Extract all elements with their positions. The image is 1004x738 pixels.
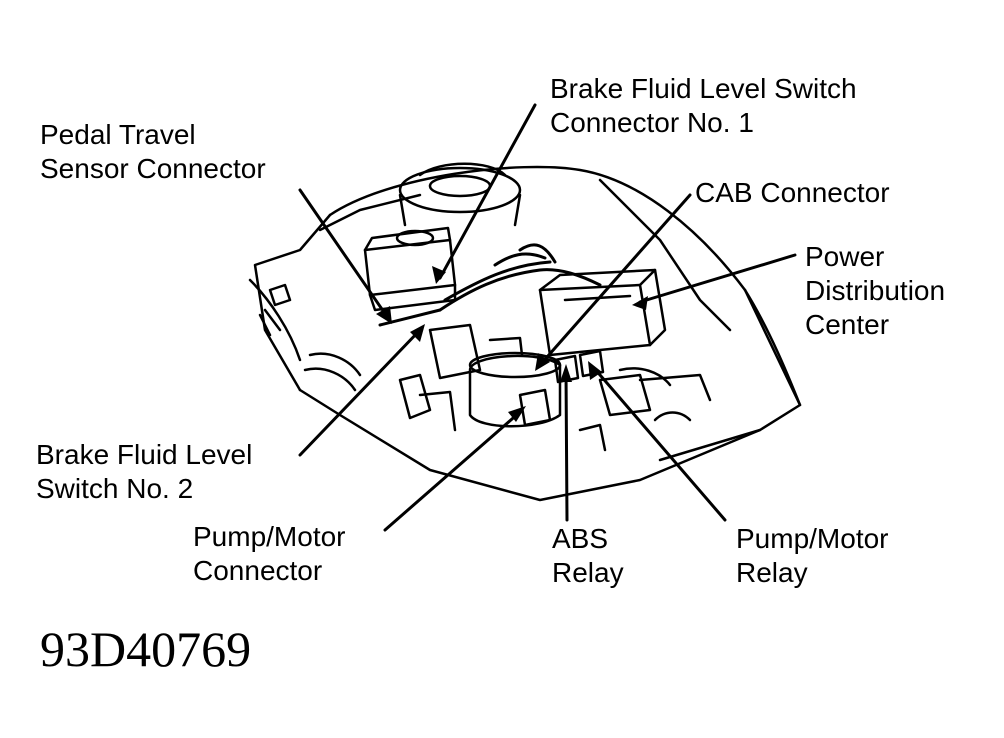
- label-line: Relay: [552, 557, 624, 588]
- label-brake-fluid-level-switch-connector-1: Brake Fluid Level Switch Connector No. 1: [550, 72, 857, 140]
- brake-fluid-reservoir: [363, 226, 457, 312]
- label-line: Switch No. 2: [36, 473, 194, 504]
- arrowhead-cab-connector: [535, 353, 550, 371]
- leader-pump-motor-relay: [592, 366, 727, 522]
- label-line: Pedal Travel: [40, 119, 196, 150]
- pump-motor-assembly: [428, 323, 562, 428]
- label-line: Pump/Motor: [193, 521, 346, 552]
- arrowhead-power-distribution: [632, 296, 648, 310]
- label-power-distribution-center: Power Distribution Center: [805, 240, 945, 342]
- leader-pump-motor-connector: [383, 410, 522, 532]
- label-brake-fluid-level-switch-2: Brake Fluid Level Switch No. 2: [36, 438, 252, 506]
- label-pump-motor-relay: Pump/Motor Relay: [736, 522, 889, 590]
- label-abs-relay: ABS Relay: [552, 522, 624, 590]
- label-cab-connector: CAB Connector: [695, 176, 890, 210]
- relay-cluster: [553, 349, 652, 417]
- label-line: Relay: [736, 557, 808, 588]
- label-line: Power: [805, 241, 885, 272]
- label-pedal-travel-sensor-connector: Pedal Travel Sensor Connector: [40, 118, 266, 186]
- engine-components: [258, 283, 712, 452]
- arrowhead-brake-fluid-switch-1: [432, 266, 446, 284]
- arrowhead-brake-fluid-switch-2: [410, 324, 425, 342]
- arrowhead-pump-motor-relay: [588, 361, 602, 380]
- leader-brake-fluid-switch-1: [438, 103, 537, 280]
- leader-pedal-travel: [298, 188, 390, 320]
- figure-id: 93D40769: [40, 621, 252, 677]
- leader-cab-connector: [538, 193, 692, 367]
- leader-power-distribution: [638, 253, 797, 304]
- label-line: Pump/Motor: [736, 523, 889, 554]
- wiring-harness: [378, 243, 602, 327]
- arrowhead-abs-relay: [560, 364, 572, 382]
- leader-brake-fluid-switch-2: [298, 328, 422, 457]
- label-line: Connector No. 1: [550, 107, 754, 138]
- arrowhead-pedal-travel: [376, 306, 392, 324]
- label-line: Connector: [193, 555, 323, 586]
- label-line: ABS: [552, 523, 609, 554]
- label-line: CAB Connector: [695, 177, 890, 208]
- arrowhead-pump-motor-connector: [508, 406, 526, 422]
- arrowheads: [376, 266, 648, 422]
- label-line: Center: [805, 309, 890, 340]
- leader-lines: [298, 103, 797, 532]
- label-line: Brake Fluid Level Switch: [550, 73, 857, 104]
- leader-abs-relay: [564, 370, 569, 522]
- label-line: Sensor Connector: [40, 153, 266, 184]
- label-pump-motor-connector: Pump/Motor Connector: [193, 520, 346, 588]
- label-line: Brake Fluid Level: [36, 439, 253, 470]
- label-line: Distribution: [805, 275, 946, 306]
- vehicle-body-outline: [248, 165, 802, 502]
